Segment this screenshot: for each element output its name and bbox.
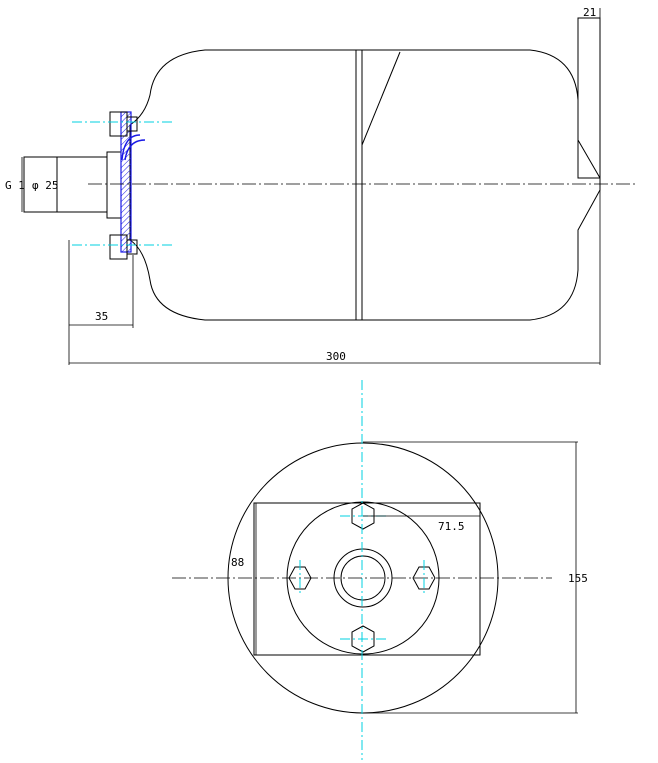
front-view: 71.5 88 155 <box>172 380 588 760</box>
hex-bolt-top <box>351 502 375 530</box>
tank-body-outline <box>129 49 601 321</box>
hex-bolt-right <box>412 566 436 590</box>
bolt-pattern-rect <box>253 502 481 656</box>
bolt-spacing-h-label: 71.5 <box>438 520 465 533</box>
mounting-bracket <box>577 17 601 179</box>
bolt-spacing-v-label: 88 <box>231 556 244 569</box>
port-inner-circle <box>340 555 386 601</box>
flange-length-label: 35 <box>95 310 108 323</box>
gasket <box>120 111 132 253</box>
thread-label: G 1 <box>5 179 25 192</box>
flange-plate <box>106 151 122 219</box>
bracket-width-label: 21 <box>583 6 596 19</box>
side-view: G 1 φ 25 35 300 21 <box>5 6 635 365</box>
hex-bolt-bottom <box>351 625 375 653</box>
bolt-top-nut <box>126 116 138 132</box>
total-length-label: 300 <box>326 350 346 363</box>
diameter-label: φ 25 <box>32 179 59 192</box>
gasket-curve-inner <box>121 134 141 161</box>
outer-diameter-label: 155 <box>568 572 588 585</box>
bolt-bottom-nut <box>126 239 138 255</box>
gasket-curve-top <box>124 139 146 161</box>
connection-neck <box>56 156 108 213</box>
internal-membrane-line <box>361 51 401 146</box>
